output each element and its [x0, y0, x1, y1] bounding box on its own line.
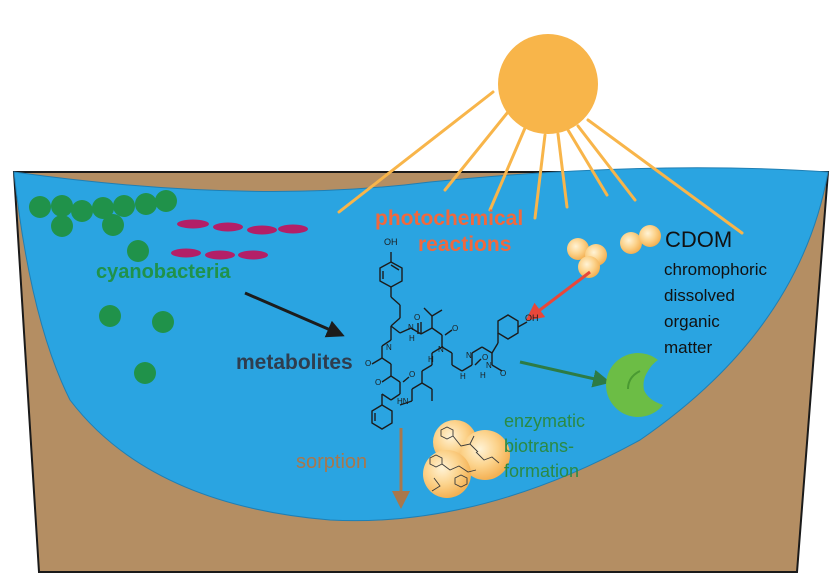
structure-atom-o7: O	[409, 370, 416, 379]
structure-atom-h3: H	[460, 372, 466, 381]
cyanobacteria-cells	[29, 190, 177, 384]
enzyme-shape	[606, 352, 663, 417]
arrow-cdom-to-metabolites	[525, 270, 591, 321]
label-cyanobacteria: cyanobacteria	[96, 261, 231, 283]
metabolite-structure	[371, 252, 528, 430]
label-enzymatic: enzymatic	[504, 411, 586, 431]
structure-atom-n1: N	[408, 323, 414, 332]
structure-atom-o2: O	[452, 324, 459, 333]
structure-atom-o1: O	[414, 313, 421, 322]
structure-atom-o5: O	[365, 359, 372, 368]
structure-atom-n5: N	[386, 343, 392, 352]
label-formation: formation	[504, 461, 580, 481]
structure-atom-h2: H	[428, 355, 434, 364]
label-cdom-line-2: dissolved	[664, 286, 735, 305]
label-metabolites: metabolites	[236, 351, 353, 374]
label-photochemical: photochemical	[375, 207, 524, 230]
structure-atom-h4: H	[480, 371, 486, 380]
structure-atom-n2: N	[438, 345, 444, 354]
sun-rays	[337, 90, 744, 235]
structure-atom-o4: O	[500, 369, 507, 378]
label-cdom-line-4: matter	[664, 338, 713, 357]
cdom-particles	[567, 225, 661, 278]
red-algae	[171, 219, 308, 260]
structure-atom-oh-top: OH	[384, 237, 398, 247]
arrow-cyanobacteria-to-metabolites	[244, 291, 345, 338]
sun	[498, 34, 598, 134]
label-biotrans: biotrans-	[504, 436, 575, 456]
label-cdom-line-1: chromophoric	[664, 260, 767, 279]
label-cdom: CDOM	[665, 227, 733, 252]
structure-atom-n4: N	[486, 361, 492, 370]
sorption-particles	[423, 420, 510, 498]
structure-atom-hn: HN	[397, 397, 409, 406]
structure-atom-o3: O	[482, 353, 489, 362]
arrow-metabolites-to-enzyme	[519, 360, 611, 388]
label-sorption: sorption	[296, 451, 368, 473]
structure-atom-n3: N	[466, 351, 472, 360]
structure-atom-h1: H	[409, 334, 415, 343]
structure-atom-o6: O	[375, 378, 382, 387]
structure-atom-oh-right: OH	[525, 313, 539, 323]
label-cdom-line-3: organic	[664, 312, 720, 331]
label-reactions: reactions	[418, 233, 512, 256]
